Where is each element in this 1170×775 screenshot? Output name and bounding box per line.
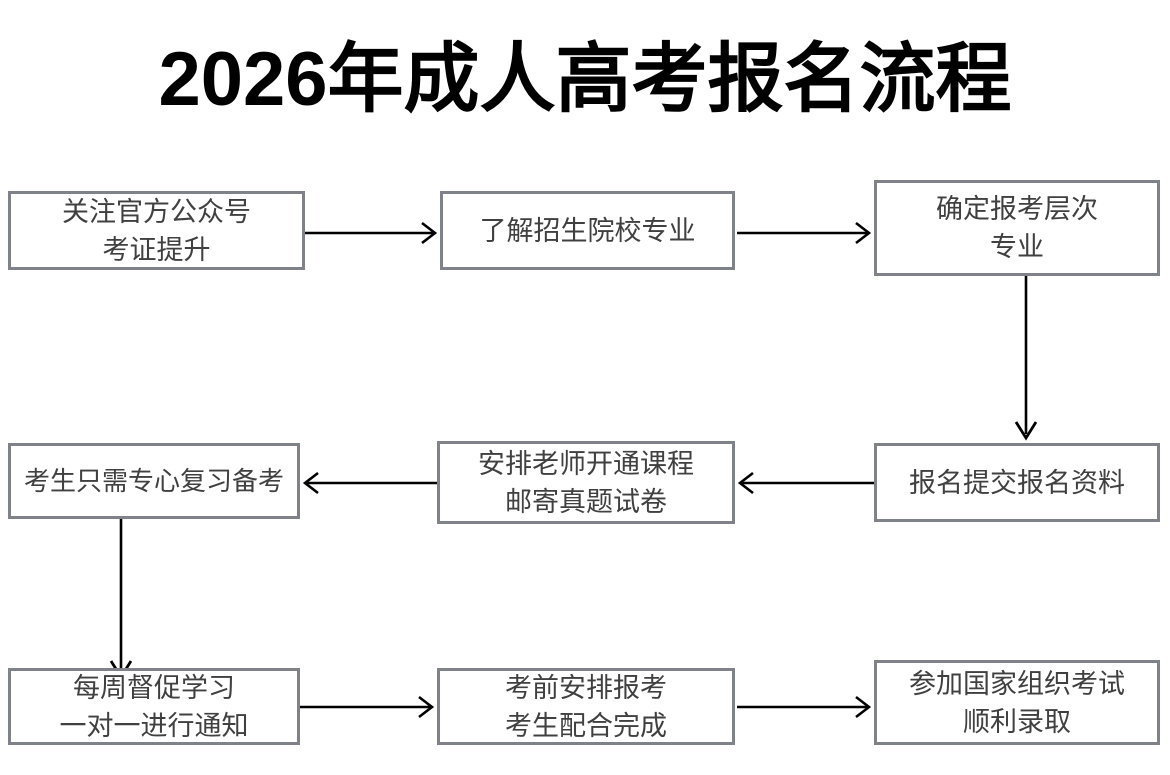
flow-node-learn-schools-majors[interactable]: 了解招生院校专业 [440,191,735,270]
flow-node-line: 考前安排报考 [505,672,667,703]
flow-node-submit-application-materials[interactable]: 报名提交报名资料 [874,443,1160,522]
flow-node-student-focus-review[interactable]: 考生只需专心复习备考 [8,443,300,519]
flow-node-line: 参加国家组织考试 [909,668,1125,699]
flow-node-line: 报名提交报名资料 [909,467,1125,498]
flow-node-line: 每周督促学习 [73,672,235,703]
flow-node-line: 考证提升 [102,234,211,265]
arrow-box2-to-box3 [737,218,874,248]
arrow-box7-to-box8 [300,692,437,722]
flow-node-line: 一对一进行通知 [59,710,249,741]
flow-node-line: 考生只需专心复习备考 [23,466,284,496]
flow-node-line: 了解招生院校专业 [479,215,696,246]
flow-node-line: 邮寄真题试卷 [505,486,667,517]
flow-node-follow-official-account[interactable]: 关注官方公众号 考证提升 [8,191,305,270]
arrow-box4-to-box7 [106,519,136,682]
arrow-box6-to-box5 [735,468,874,498]
flow-node-line: 专业 [990,232,1044,262]
arrow-box1-to-box2 [305,218,440,248]
flow-node-teacher-course-and-papers[interactable]: 安排老师开通课程 邮寄真题试卷 [437,441,735,524]
arrow-box5-to-box4 [300,468,437,498]
arrow-box8-to-box9 [737,692,874,722]
flow-node-line: 确定报考层次 [936,194,1098,224]
flow-node-line: 考生配合完成 [505,710,667,741]
flow-node-weekly-study-supervision[interactable]: 每周督促学习 一对一进行通知 [8,668,300,745]
flow-node-line: 顺利录取 [963,706,1071,737]
flow-node-national-exam-admission[interactable]: 参加国家组织考试 顺利录取 [874,660,1160,745]
flow-node-line: 关注官方公众号 [62,196,251,227]
flow-node-pre-exam-registration[interactable]: 考前安排报考 考生配合完成 [437,668,735,745]
flow-node-confirm-level-major[interactable]: 确定报考层次 专业 [874,180,1160,276]
arrow-box3-to-box6 [1011,276,1041,443]
page-title: 2026年成人高考报名流程 [158,37,1012,122]
flow-node-line: 安排老师开通课程 [478,448,694,479]
